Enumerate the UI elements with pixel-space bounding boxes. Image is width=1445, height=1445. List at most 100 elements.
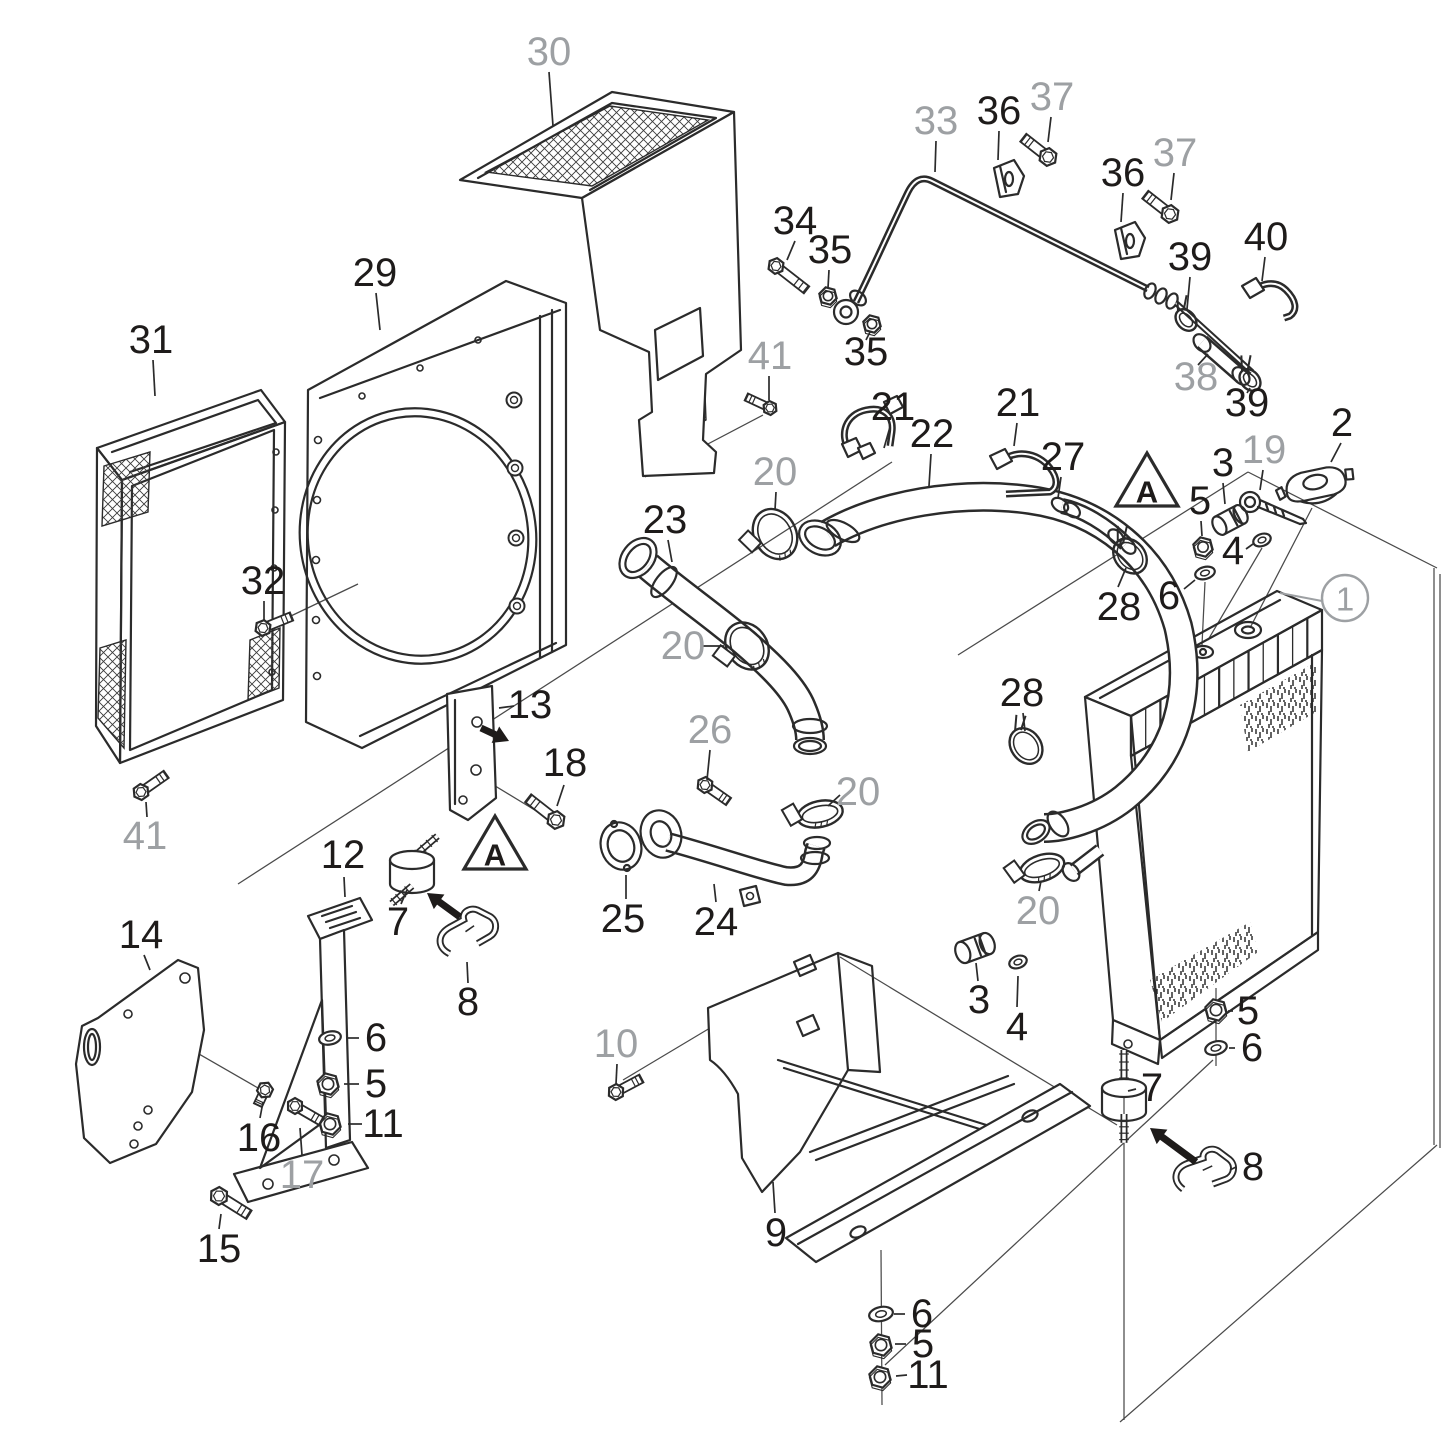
callout-label-16: 16 <box>237 1116 282 1160</box>
hose-clamp-20 <box>737 507 799 561</box>
rubber-mount-7 <box>1100 1050 1148 1143</box>
callout-label-41: 41 <box>123 814 168 858</box>
callout-label-18: 18 <box>543 741 588 785</box>
mount-plate-13 <box>445 684 498 822</box>
leader-line <box>1259 469 1264 491</box>
bolt-hole <box>179 972 191 984</box>
callout-label-10: 10 <box>594 1022 639 1066</box>
callout-label-7: 7 <box>387 900 409 944</box>
leader-line <box>827 794 841 807</box>
leader-line <box>1330 442 1342 463</box>
washer <box>1008 954 1028 970</box>
hose-clamp-20 <box>1002 852 1066 885</box>
leader-line <box>928 453 932 487</box>
callout-label-37: 37 <box>1030 75 1075 119</box>
direction-arrow <box>479 724 509 743</box>
radiator-outlet-stub <box>1071 846 1103 874</box>
leader-line <box>1279 592 1323 602</box>
callout-label-3: 3 <box>968 978 990 1022</box>
washer <box>1204 1040 1228 1056</box>
callout-label-6: 6 <box>1158 574 1180 618</box>
ref-triangle-letter: A <box>1136 475 1158 510</box>
callout-label-17: 17 <box>280 1153 325 1197</box>
leader-line <box>865 331 871 341</box>
callout-label-30: 30 <box>527 30 572 74</box>
callout-label-21: 21 <box>996 381 1041 425</box>
callout-label-6: 6 <box>365 1016 387 1060</box>
bolt-hole <box>262 1178 274 1190</box>
hex-bolt <box>607 1073 645 1102</box>
spring-clamp-28 <box>1112 525 1148 575</box>
upper-hose-22 <box>821 484 1197 841</box>
lower-hose-23 <box>639 556 823 741</box>
callout-label-36: 36 <box>977 89 1022 133</box>
bolt-hole <box>328 1154 340 1166</box>
bolt-hole <box>471 716 483 728</box>
radiator <box>1061 589 1324 1066</box>
callout-label-5: 5 <box>1237 989 1259 1033</box>
fitting-3-bottom <box>954 931 996 965</box>
bolt-hole <box>272 448 280 456</box>
callout-label-35: 35 <box>844 330 889 374</box>
callout-label-20: 20 <box>836 770 881 814</box>
leader-line <box>997 130 1000 161</box>
spring-clamp-28 <box>1238 355 1262 392</box>
callout-label-24: 24 <box>694 900 739 944</box>
callout-label-39: 39 <box>1225 381 1270 425</box>
callout-label-32: 32 <box>241 559 286 603</box>
pipe-tab-36a <box>992 158 1026 199</box>
hex-bolt <box>767 256 811 295</box>
sensor-and-cap-group <box>954 466 1355 965</box>
leader-line <box>1186 276 1191 310</box>
leader-line <box>1120 192 1124 223</box>
callout-label-4: 4 <box>1006 1005 1028 1049</box>
bracket-group <box>74 684 1092 1264</box>
leader-line <box>883 426 891 449</box>
washer <box>1194 565 1216 581</box>
callout-label-11: 11 <box>362 1102 404 1146</box>
leader-line <box>1197 353 1209 366</box>
retainer-clip-8 <box>1172 1145 1237 1192</box>
leader-line <box>1222 482 1226 505</box>
water-pipe-24 <box>666 834 824 884</box>
bolt-hole <box>143 1105 153 1115</box>
leader-line <box>1013 422 1018 447</box>
temperature-sensor-19 <box>1238 490 1308 526</box>
leader-line <box>1038 880 1042 892</box>
lower-support-bracket-9 <box>706 951 1092 1264</box>
leader-line <box>498 705 515 709</box>
callout-label-25: 25 <box>601 897 646 941</box>
callout-label-21: 21 <box>871 385 916 429</box>
ref-triangle-letter: A <box>484 838 506 873</box>
hose-group <box>599 158 1299 908</box>
callout-label-2: 2 <box>1331 401 1353 445</box>
callout-label-23: 23 <box>643 498 688 542</box>
metal-pipe-33 <box>855 177 1149 303</box>
leader-line <box>1047 116 1052 143</box>
leader-line <box>145 801 148 818</box>
hex-bolt <box>132 769 171 802</box>
callout-label-19: 19 <box>1242 428 1287 472</box>
top-grille-panel <box>458 90 743 478</box>
hex-bolt <box>523 793 566 831</box>
hex-bolt <box>252 1081 275 1109</box>
bolt-hole <box>416 364 424 372</box>
bolt-hole <box>745 891 755 901</box>
bolt-hole <box>470 764 482 776</box>
callout-label-40: 40 <box>1244 215 1289 259</box>
pipe-33-end <box>1175 302 1253 373</box>
callout-label-29: 29 <box>353 251 398 295</box>
bolt-hole <box>474 336 482 344</box>
bolt-hole <box>312 495 322 505</box>
leader-line <box>259 1101 264 1119</box>
leader-line <box>143 954 151 971</box>
hex-nut <box>862 314 882 337</box>
shroud-nut <box>505 391 523 409</box>
hex-bolt <box>209 1185 253 1221</box>
leader-line <box>615 1063 618 1085</box>
bolt-hole <box>270 564 278 572</box>
callout-label-26: 26 <box>688 708 733 752</box>
leader-line <box>772 1181 776 1214</box>
